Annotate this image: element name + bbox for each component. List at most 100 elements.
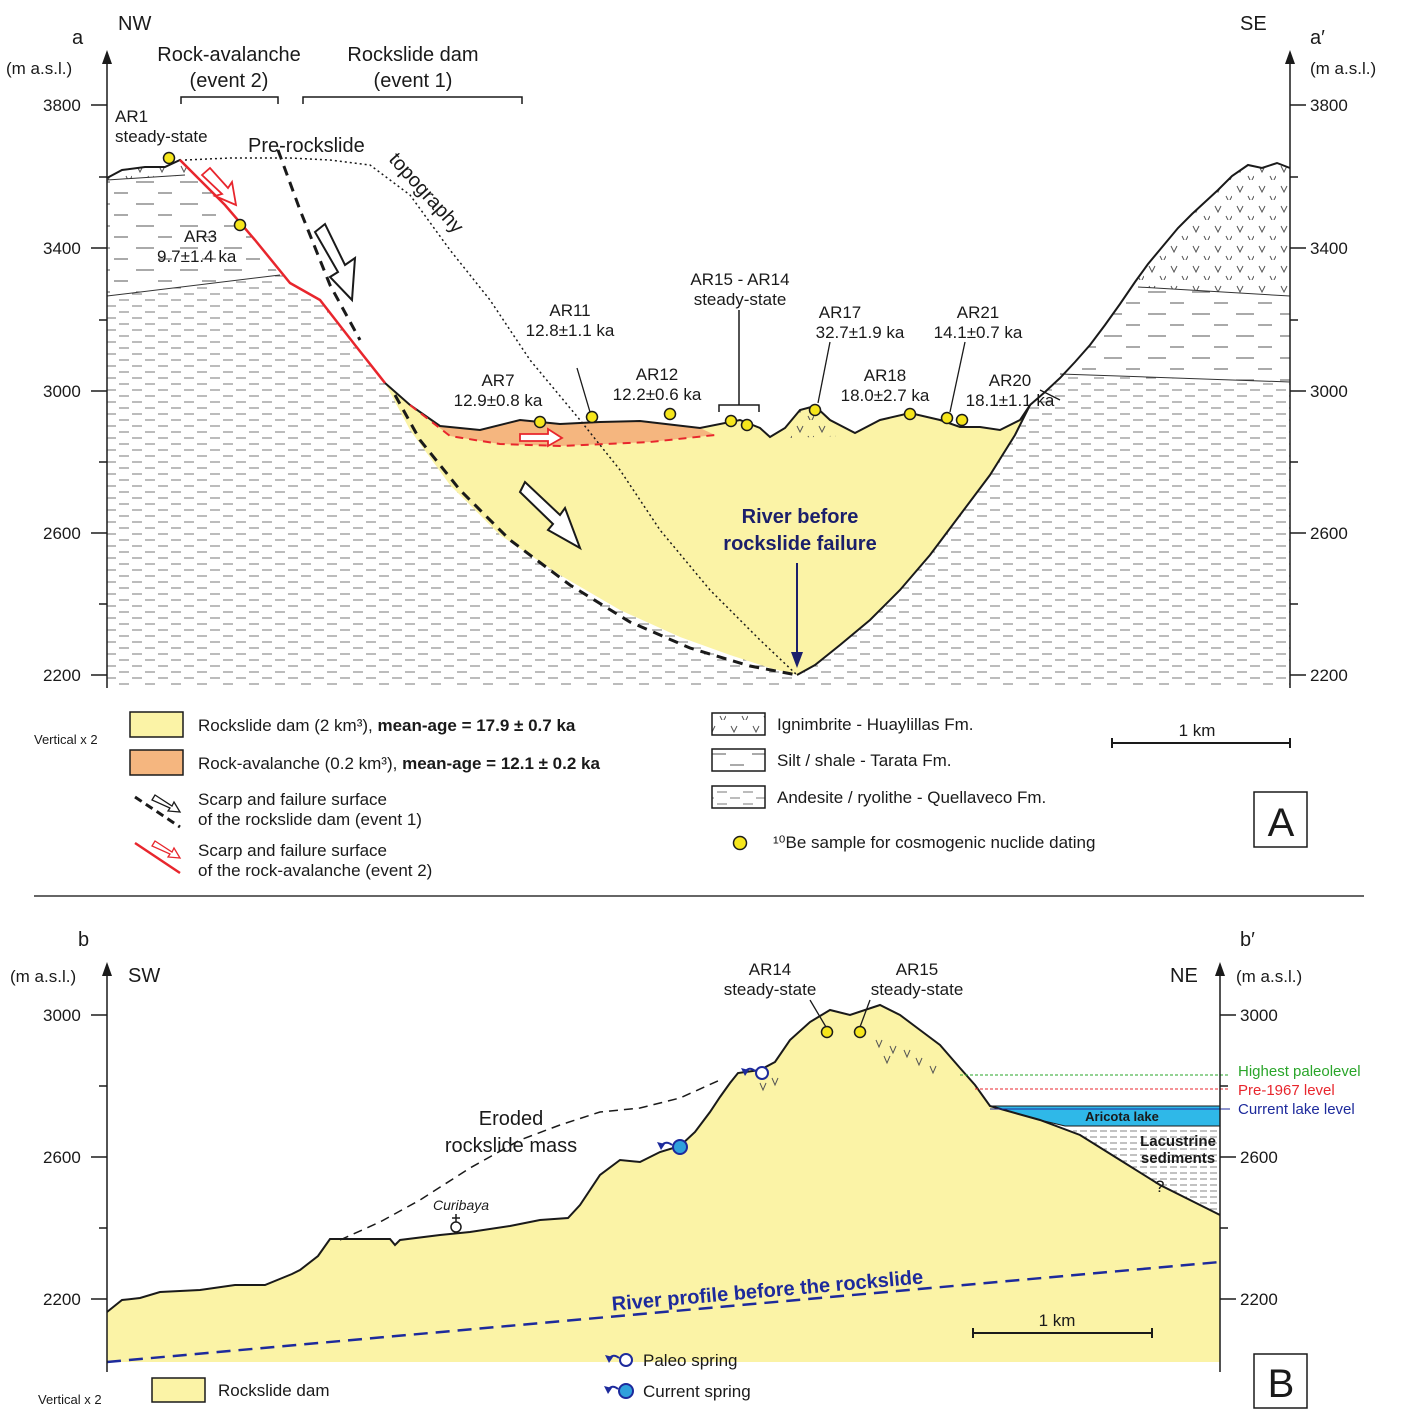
paleo-spring-marker [741,1066,769,1080]
scale-bar-b [972,1328,1153,1338]
sample-ar1 [162,151,176,165]
ar12-name: AR12 [636,365,679,384]
silt-right-pattern [1060,282,1290,382]
legend-andesite: Andesite / ryolithe - Quellaveco Fm. [777,788,1046,807]
ignimbrite-marks-b [759,1039,937,1092]
slide-arrow-event1 [313,222,357,303]
label-pre-rockslide: Pre-rockslide [248,135,365,157]
rock-avalanche [410,405,715,446]
sample-ar20 [955,413,969,427]
slide-arrow-lower [518,480,582,551]
ar1-name: AR1 [115,107,148,126]
sample-ar12 [663,407,677,421]
legend-dam-b: Rockslide dam [218,1381,330,1400]
sample-ar15-b [853,1025,867,1039]
contact-right-2 [1059,373,1291,383]
tick-label: 3000 [1240,1006,1278,1025]
label-curibaya: Curibaya [433,1197,489,1213]
sample-ar15 [724,414,738,428]
air-mask [107,100,1290,437]
sample-ar21 [940,411,954,425]
sample-dots-a [162,151,969,432]
ar21-name: AR21 [957,303,1000,322]
tick-label: 3400 [1310,239,1348,258]
tick-labels-left-b: 3000 2600 2200 [43,1006,81,1309]
contact-right-1 [1137,286,1291,297]
section-letter-a-prime: a′ [1310,27,1325,49]
failure-surface-event2 [179,159,386,384]
scale-label-a: 1 km [1179,721,1216,740]
legend-sample-dot [732,835,748,851]
legend-scarp2-arrow [151,840,182,859]
tick-labels-right-a: 3800 3400 3000 2600 2200 [1310,96,1348,685]
ar12-age: 12.2±0.6 ka [613,385,702,404]
sample-ar14 [740,418,754,432]
label-rockslide-mass: rockslide mass [445,1135,577,1157]
ar3-age: 9.7±1.4 ka [157,247,237,266]
tick-label: 2200 [43,666,81,685]
curibaya-marker [450,1214,462,1233]
tick-label: 2600 [1310,524,1348,543]
tick-label: 3000 [43,1006,81,1025]
ar15-age-b: steady-state [871,980,964,999]
leader-ar14 [809,999,827,1028]
sample-ar3 [233,218,247,232]
tick-label: 3000 [1310,382,1348,401]
slide-arrow-avalanche [519,427,564,448]
bracket-event2 [180,96,279,104]
legend-scarp2-l1: Scarp and failure surface [198,841,387,860]
label-eroded: Eroded [479,1108,544,1130]
axis-left-a-arrow [102,50,112,64]
label-current-level: Current lake level [1238,1101,1355,1118]
direction-se: SE [1240,13,1267,35]
tick-label: 2200 [43,1290,81,1309]
tick-label: 3400 [43,239,81,258]
ignimbrite-left [107,160,190,180]
label-lacustrine: Lacustrine [1140,1133,1216,1150]
section-letter-a: a [72,27,84,49]
label-sediments: sediments [1141,1150,1215,1167]
lacustrine-sediments [1065,1126,1220,1215]
legend-swatch-avalanche [129,749,184,776]
legend-scarp1-l1: Scarp and failure surface [198,790,387,809]
tick-labels-right-b: 3000 2600 2200 [1240,1006,1278,1309]
label-event1: (event 1) [374,70,453,92]
ar1514-age: steady-state [694,290,787,309]
sample-ar14-b [820,1025,834,1039]
ar1-age: steady-state [115,127,208,146]
silt-left-pattern [107,170,280,296]
ar7-age: 12.9±0.8 ka [454,391,543,410]
axis-left-b-arrow [102,962,112,976]
ar7-name: AR7 [481,371,514,390]
axis-ticks-b [91,1014,1236,1300]
ar1514-name: AR15 - AR14 [690,270,789,289]
rockslide-dam-b [107,1005,1220,1362]
panel-label-b: B [1268,1362,1295,1406]
tick-label: 3800 [43,96,81,115]
label-river-before: River before [742,506,859,528]
legend-scarp1-line [134,795,181,829]
axis-ticks-a [91,104,1306,676]
scale-bar-a [1111,738,1291,748]
direction-ne: NE [1170,965,1198,987]
tick-labels-left-a: 3800 3400 3000 2600 2200 [43,96,81,685]
ignimbrite-right-pattern [1135,163,1290,296]
legend-swatch-ignimbrite [711,712,766,736]
label-rockslide-dam: Rockslide dam [347,44,478,66]
ar11-name: AR11 [549,301,590,320]
tick-label: 2600 [43,524,81,543]
legend-silt: Silt / shale - Tarata Fm. [777,751,951,770]
ar3-name: AR3 [184,227,217,246]
ar20-age: 18.1±1.1 ka [966,391,1055,410]
section-letter-b: b [78,929,89,951]
unit-left-b: (m a.s.l.) [10,967,76,986]
eroded-mass-outline [339,1079,721,1241]
ar14-name-b: AR14 [749,960,792,979]
unit-left-a: (m a.s.l.) [6,59,72,78]
tick-label: 2600 [1240,1148,1278,1167]
axis-right-b-arrow [1215,962,1225,976]
sample-ar11 [585,410,599,424]
tick-label: 2600 [43,1148,81,1167]
legend-swatch-dam [129,711,184,738]
